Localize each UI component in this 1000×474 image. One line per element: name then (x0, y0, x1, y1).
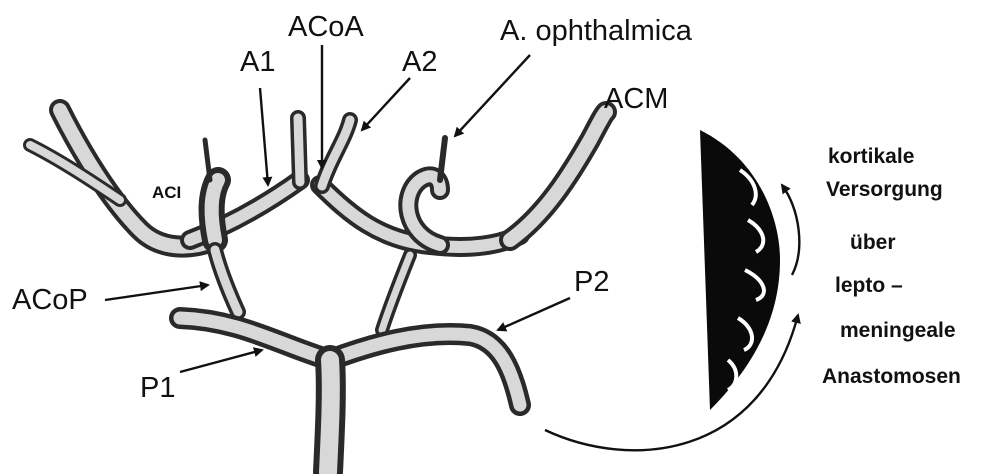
label-p1: P1 (140, 374, 175, 403)
side-text-line: Versorgung (826, 179, 943, 200)
label-acoa: ACoA (288, 13, 364, 42)
label-a1: A1 (240, 48, 275, 77)
label-p2: P2 (574, 268, 609, 297)
cortex-section-image (700, 130, 780, 410)
side-text-line: Anastomosen (822, 366, 961, 387)
label-a2: A2 (402, 48, 437, 77)
side-text-line: über (850, 232, 896, 253)
side-text-line: meningeale (840, 320, 956, 341)
label-aci: ACI (152, 184, 181, 201)
side-text-line: lepto – (835, 275, 903, 296)
label-acop: ACoP (12, 286, 88, 315)
circle-of-willis (30, 110, 606, 472)
label-ophthalmica: A. ophthalmica (500, 17, 692, 46)
side-text-line: kortikale (828, 146, 914, 167)
label-acm: ACM (604, 85, 668, 114)
